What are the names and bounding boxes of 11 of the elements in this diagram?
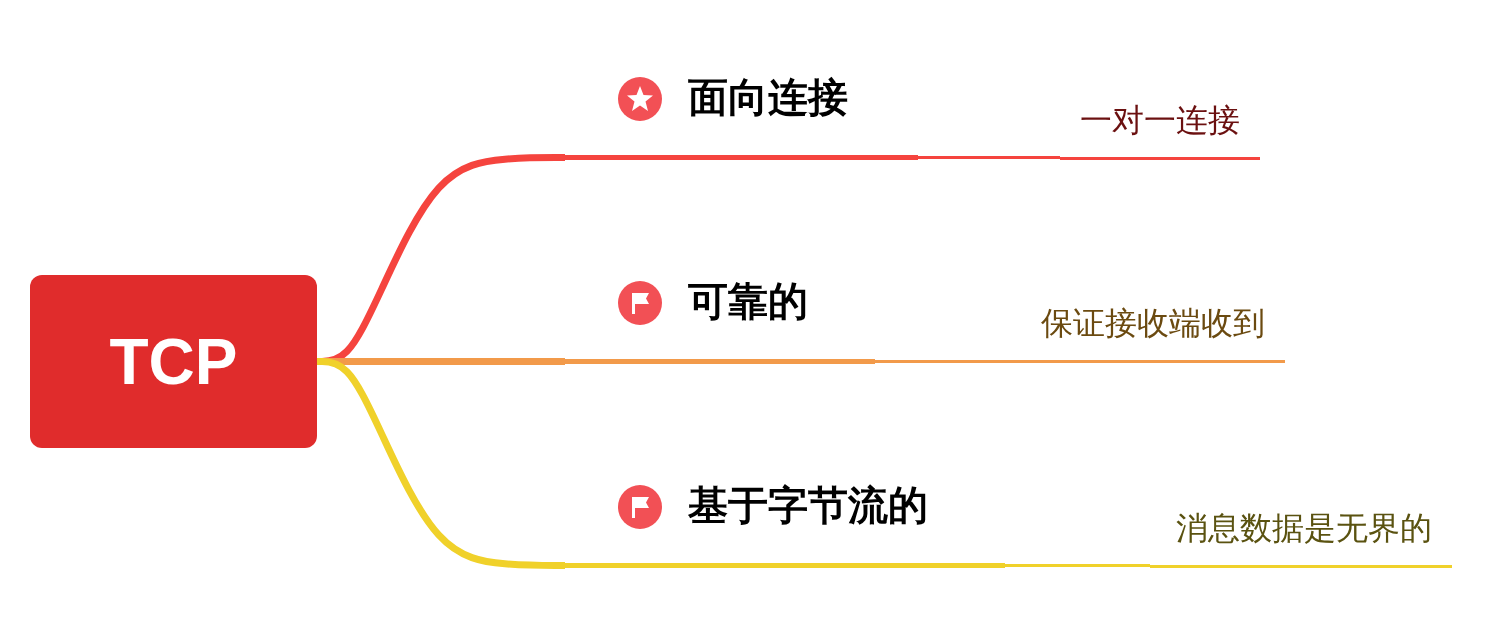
subtopic-label: 一对一连接 (1080, 100, 1240, 141)
branch-connector (1005, 564, 1150, 567)
subtopic-label: 消息数据是无界的 (1176, 508, 1432, 549)
subtopic-label: 保证接收端收到 (1041, 303, 1265, 344)
root-label: TCP (109, 324, 238, 399)
branch-connector (918, 156, 1060, 159)
topic-label: 可靠的 (688, 277, 808, 326)
root-box (30, 275, 317, 448)
branch-connector (875, 360, 1015, 363)
topic-label: 面向连接 (688, 73, 848, 122)
topic-label: 基于字节流的 (688, 481, 928, 530)
